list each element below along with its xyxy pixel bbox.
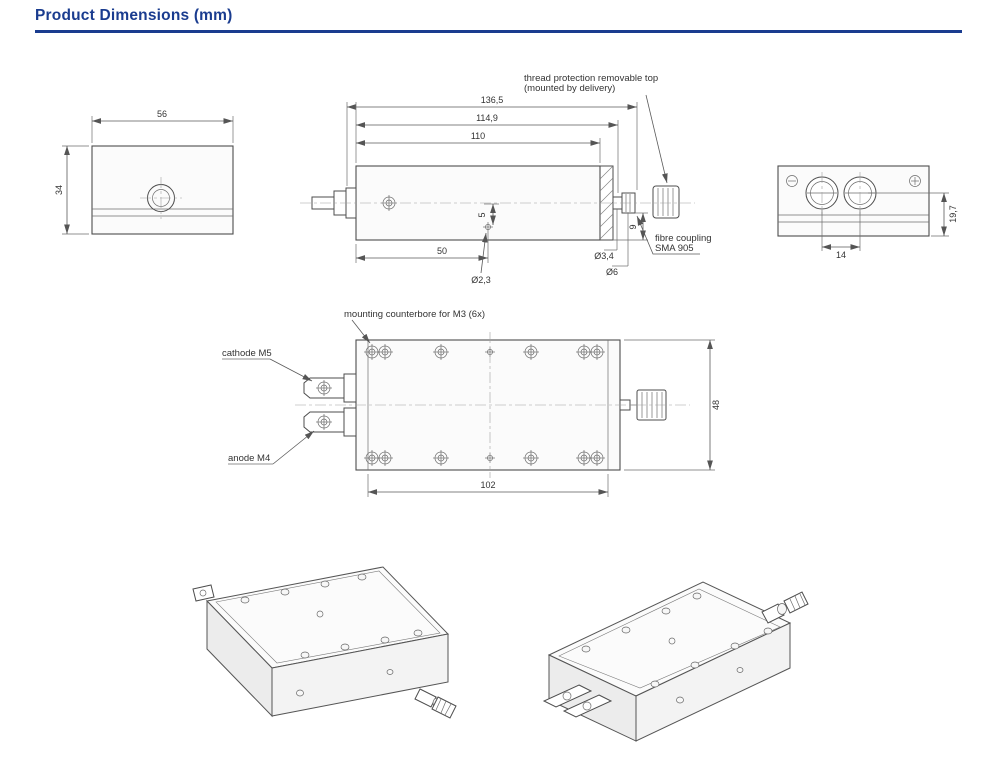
callout-dia-2-3: Ø2,3 (471, 232, 491, 285)
thread-protection-note: thread protection removable top (mounted… (524, 73, 668, 184)
dimension-50: 50 (355, 232, 489, 263)
dim-102-label: 102 (480, 480, 495, 490)
dimension-9: 9 (613, 212, 648, 241)
iso-view-right (542, 581, 809, 742)
mount-tab (192, 584, 215, 602)
dia-3-4-label: Ø3,4 (594, 251, 614, 261)
dimension-48: 48 (624, 339, 721, 471)
counterbore-note-group: mounting counterbore for M3 (6x) (344, 309, 485, 344)
dim-56-label: 56 (157, 109, 167, 119)
callout-dia-6: Ø6 (606, 213, 629, 277)
page-title: Product Dimensions (mm) (35, 7, 233, 24)
dia-2-3-label: Ø2,3 (471, 275, 491, 285)
minus-polarity-mark (786, 175, 798, 187)
cathode-label: cathode M5 (222, 348, 272, 359)
fibre-note-line1: fibre coupling (655, 233, 712, 244)
fibre-note-line2: SMA 905 (655, 243, 694, 254)
thread-note-line1: thread protection removable top (524, 73, 658, 84)
dim-48-label: 48 (711, 400, 721, 410)
dimension-114-9: 114,9 (355, 102, 619, 193)
dimension-19-7: 19,7 (868, 192, 958, 237)
callout-dia-3-4: Ø3,4 (594, 209, 618, 261)
iso-left-coupling (414, 688, 457, 719)
anode-label: anode M4 (228, 453, 270, 464)
dimension-56: 56 (91, 109, 234, 143)
thread-note-line2: (mounted by delivery) (524, 83, 615, 94)
dimension-14: 14 (821, 210, 861, 260)
title-rule (35, 30, 962, 33)
dim-136-5-label: 136,5 (481, 95, 504, 105)
dim-50-label: 50 (437, 246, 447, 256)
end-view-right: 19,7 14 (777, 165, 958, 260)
top-view: mounting counterbore for M3 (6x) cathode… (222, 309, 721, 497)
counterbore-note: mounting counterbore for M3 (6x) (344, 309, 485, 320)
dimension-110: 110 (356, 131, 601, 163)
dim-114-9-label: 114,9 (476, 113, 498, 123)
anode-label-group: anode M4 (228, 430, 315, 465)
dim-9-label: 9 (628, 224, 638, 229)
dimension-5: 5 (477, 203, 499, 225)
dimension-34: 34 (54, 145, 89, 235)
dim-5-label: 5 (477, 212, 487, 217)
iso-right-studs (542, 684, 613, 718)
dimension-136-5: 136,5 (346, 95, 638, 190)
iso-view-left (192, 566, 457, 719)
cathode-label-group: cathode M5 (222, 348, 313, 382)
end-view-left: 56 34 (54, 109, 234, 235)
dim-14-label: 14 (836, 250, 846, 260)
dim-110-label: 110 (471, 131, 485, 141)
dia-6-label: Ø6 (606, 267, 618, 277)
dimension-102: 102 (367, 474, 609, 497)
iso-right-coupling (761, 591, 809, 624)
dim-34-label: 34 (54, 185, 64, 195)
side-view: 136,5 114,9 110 50 (300, 73, 712, 285)
plus-polarity-mark (909, 175, 921, 187)
thread-protection-cap (652, 185, 680, 219)
fibre-coupling-note: fibre coupling SMA 905 (636, 215, 712, 255)
dim-19-7-label: 19,7 (948, 205, 958, 223)
